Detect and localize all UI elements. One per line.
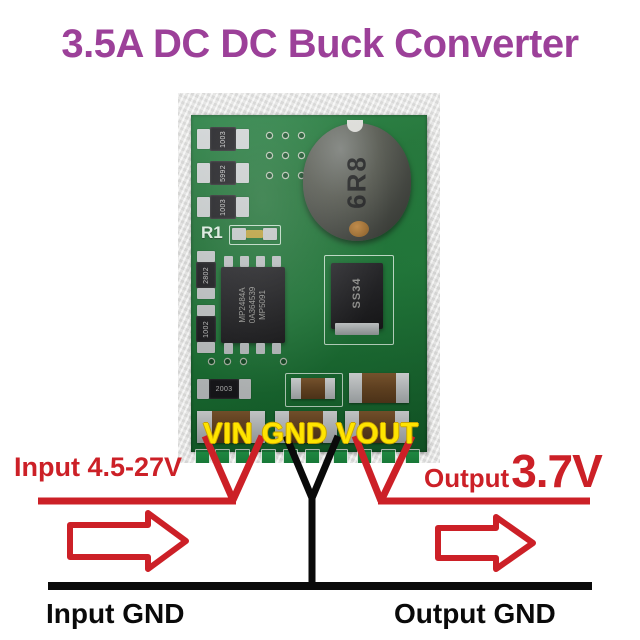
solder-pad — [405, 449, 420, 463]
ic-leg — [256, 256, 265, 267]
input-gnd-label: Input GND — [46, 598, 185, 629]
via — [267, 153, 272, 158]
ic-leg — [272, 256, 281, 267]
ic-marking-line2: 0A364539 — [248, 286, 257, 324]
solder-pad — [195, 449, 210, 463]
via — [225, 359, 230, 364]
inductor: 6R8 — [303, 120, 411, 241]
output-voltage-label: Output 3.7V — [424, 444, 603, 498]
pad — [236, 163, 249, 183]
via — [299, 153, 304, 158]
ic-marking-line3: MP5091 — [258, 290, 267, 320]
solder-pad — [283, 449, 298, 463]
solder-pad — [333, 449, 348, 463]
pad — [239, 379, 251, 399]
output-gnd-label: Output GND — [394, 598, 556, 629]
diode-outline — [324, 255, 394, 345]
cap-outline — [285, 373, 343, 407]
resistor-5992: 5992 — [210, 161, 236, 185]
solder-pad — [381, 449, 396, 463]
page-title: 3.5A DC DC Buck Converter — [61, 22, 579, 66]
via — [281, 359, 286, 364]
solder-pad — [305, 449, 320, 463]
resistor-code: 2802 — [202, 266, 210, 284]
output-word: Output — [424, 463, 510, 493]
pad — [197, 197, 210, 217]
inductor-code: 6R8 — [341, 155, 372, 209]
pad — [263, 228, 277, 240]
diode-terminal — [335, 323, 379, 335]
resistor-1003-b: 1003 — [210, 195, 236, 219]
ic-leg — [256, 343, 265, 354]
ic-leg — [272, 343, 281, 354]
pad — [197, 342, 215, 353]
pad — [232, 228, 246, 240]
ic-leg — [240, 256, 249, 267]
ic-leg — [224, 343, 233, 354]
ic-marking: MP2484A 0A364539 MP5091 — [238, 287, 268, 323]
pcb-photo: 1003 5992 1003 6R8 — [178, 93, 440, 463]
buck-ic: MP2484A 0A364539 MP5091 — [221, 267, 285, 343]
output-flow-arrow — [435, 514, 536, 572]
terminal-labels: VIN GND VOUT — [203, 418, 419, 450]
via — [283, 173, 288, 178]
pad — [197, 305, 215, 316]
pad — [197, 163, 210, 183]
via — [241, 359, 246, 364]
via — [299, 133, 304, 138]
output-value: 3.7V — [511, 445, 603, 497]
via — [283, 133, 288, 138]
r1-outline — [229, 225, 281, 245]
resistor-code: 2003 — [215, 385, 233, 393]
resistor-1002: 1002 — [196, 316, 216, 342]
resistor-1003-a: 1003 — [210, 127, 236, 151]
solder-pad — [235, 449, 250, 463]
input-flow-arrow — [67, 510, 189, 572]
resistor-code: 1003 — [219, 130, 227, 148]
solder-pad — [215, 449, 230, 463]
inductor-core — [349, 221, 370, 237]
via — [283, 153, 288, 158]
via — [299, 173, 304, 178]
pcb-board: 1003 5992 1003 6R8 — [191, 115, 427, 463]
pad — [197, 129, 210, 149]
diode-code: SS34 — [351, 277, 363, 309]
pad — [197, 288, 215, 299]
ic-leg — [224, 256, 233, 267]
ic-leg — [240, 343, 249, 354]
input-voltage-label: Input 4.5-27V — [14, 452, 183, 482]
capacitor — [349, 373, 409, 403]
schottky-diode: SS34 — [331, 263, 383, 335]
resistor-2003: 2003 — [209, 379, 239, 399]
resistor-2802: 2802 — [196, 262, 216, 288]
ic-marking-line1: MP2484A — [238, 287, 247, 323]
r1-jumper — [246, 230, 263, 238]
solder-pad — [261, 449, 276, 463]
pad — [236, 197, 249, 217]
silk-r1: R1 — [201, 223, 223, 242]
capacitor — [291, 378, 335, 399]
solder-pad — [357, 449, 372, 463]
pad — [197, 379, 209, 399]
pad — [236, 129, 249, 149]
via — [209, 359, 214, 364]
pad — [197, 251, 215, 262]
via — [267, 133, 272, 138]
via — [267, 173, 272, 178]
resistor-code: 5992 — [219, 164, 227, 182]
inductor-notch — [346, 120, 363, 132]
resistor-code: 1002 — [202, 320, 210, 338]
resistor-code: 1003 — [219, 198, 227, 216]
